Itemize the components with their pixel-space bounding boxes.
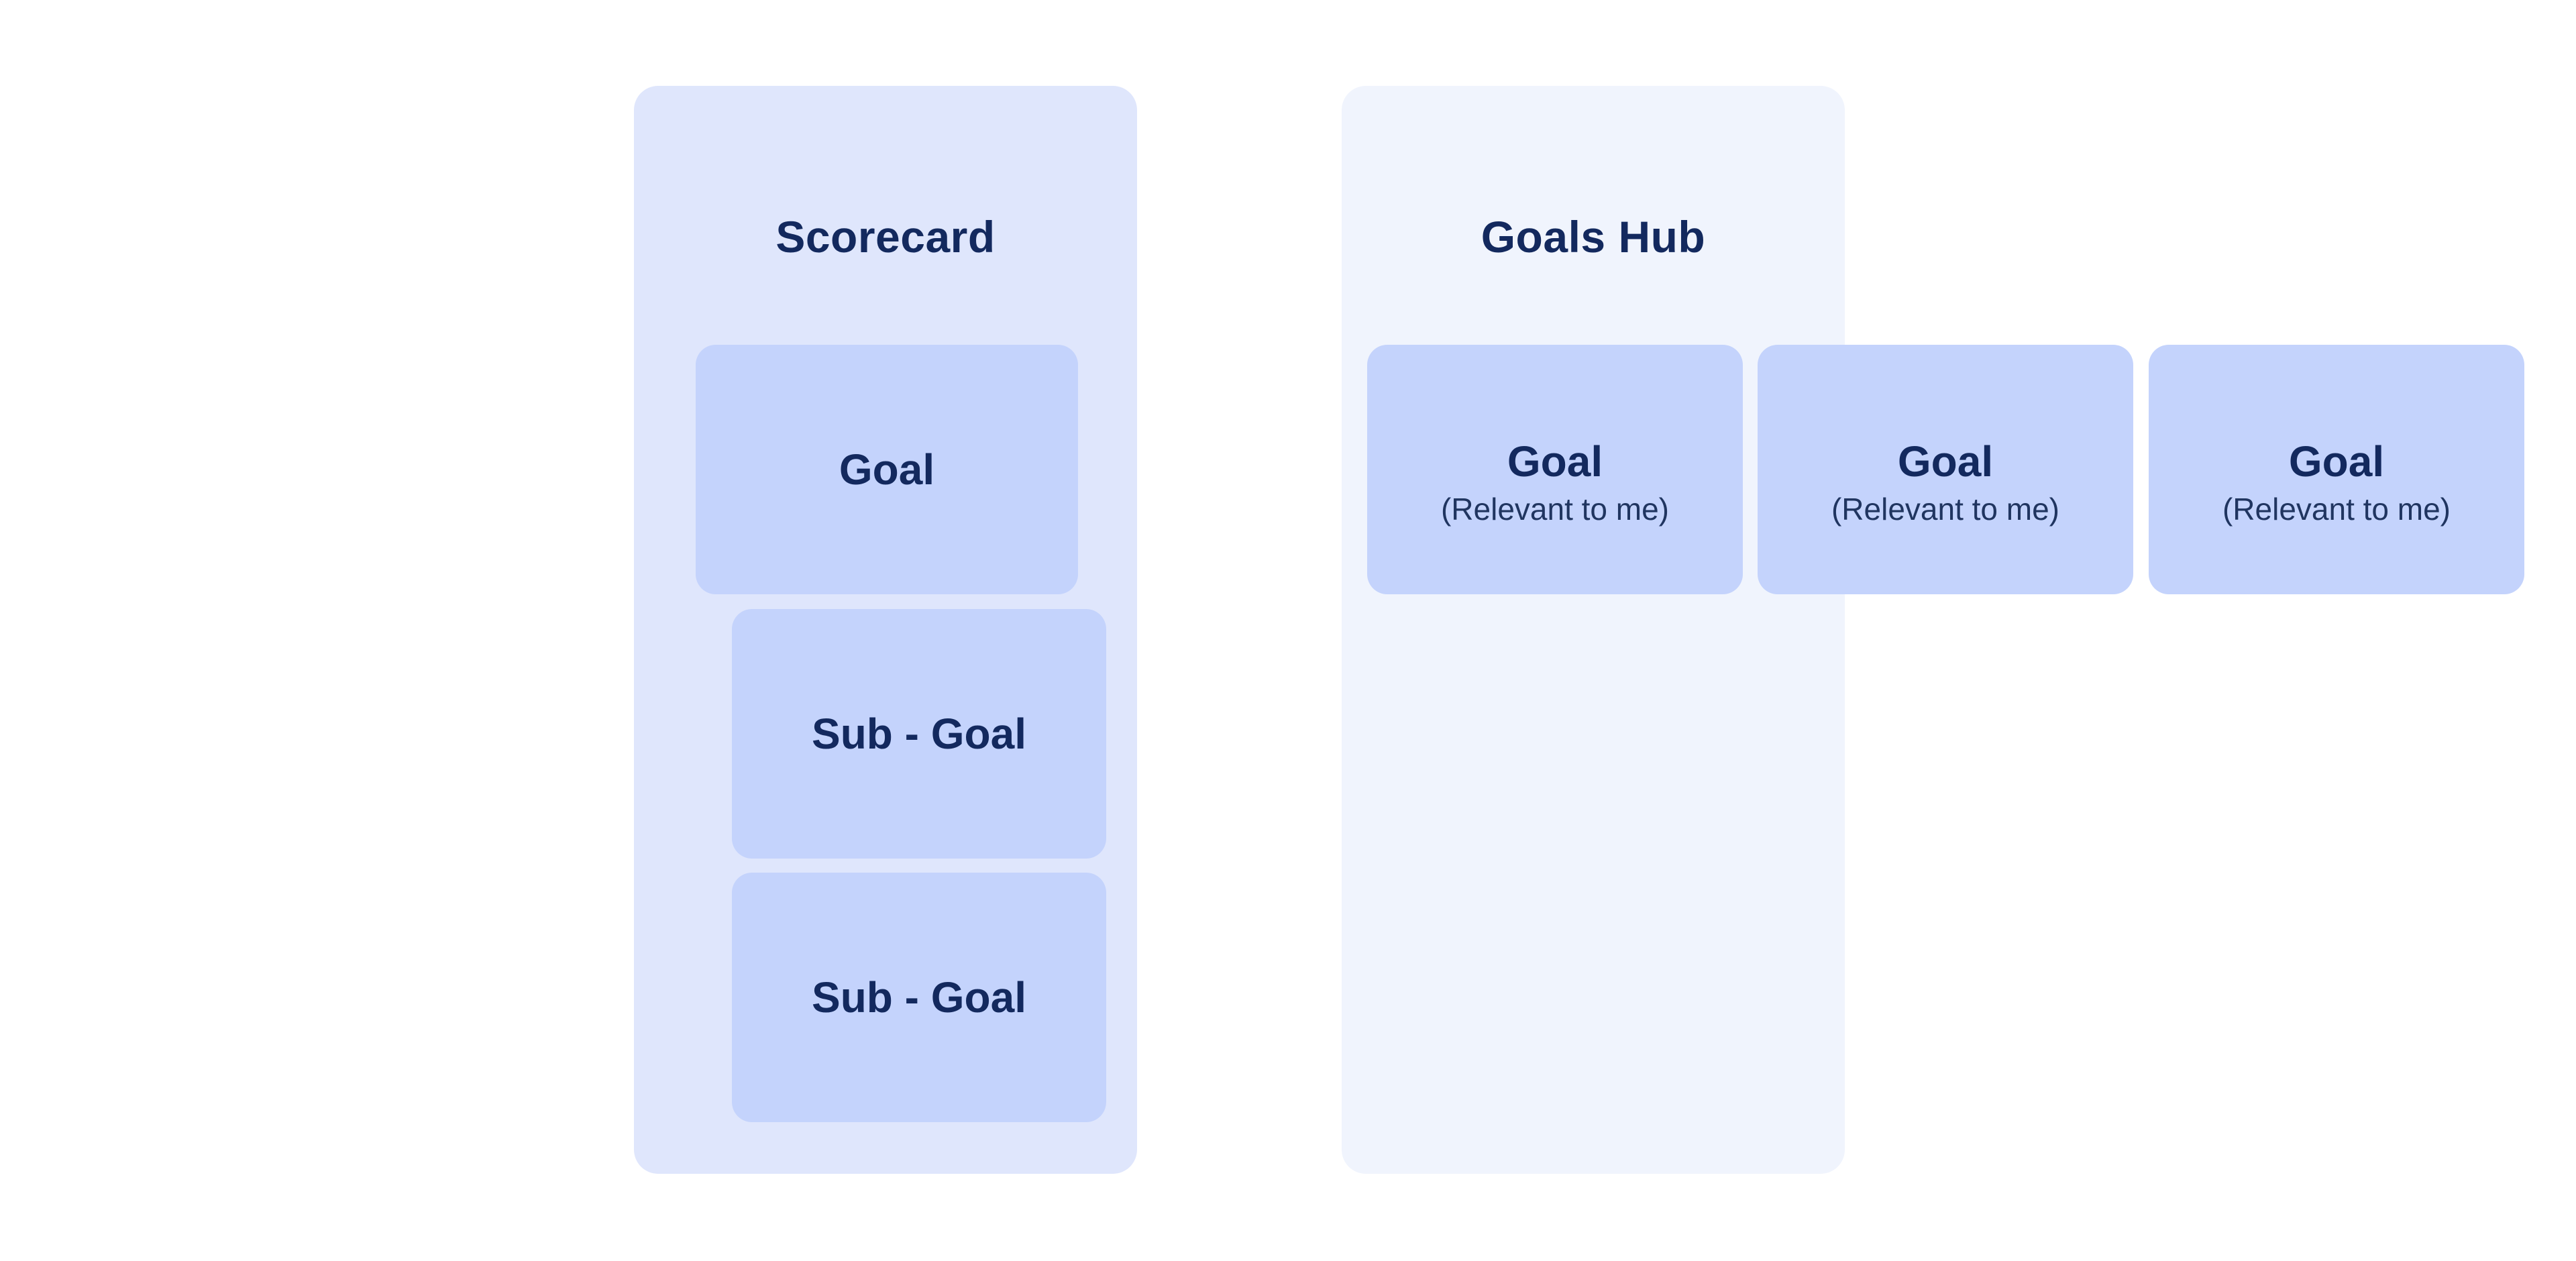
goals-hub-goal-card-2[interactable]: Goal (Relevant to me) — [1758, 345, 2133, 594]
goals-hub-goal-card-3[interactable]: Goal (Relevant to me) — [2149, 345, 2524, 594]
scorecard-sub-goal-card-2[interactable]: Sub - Goal — [732, 873, 1106, 1122]
goals-hub-panel: Goals Hub Goal (Relevant to me) Goal (Re… — [1342, 86, 2524, 1174]
goals-hub-goal-note-3: (Relevant to me) — [2222, 492, 2451, 527]
goals-hub-title: Goals Hub — [1481, 212, 1706, 262]
goals-hub-goal-note-1: (Relevant to me) — [1440, 492, 1669, 527]
goals-hub-goal-note-2: (Relevant to me) — [1831, 492, 2059, 527]
goals-hub-goal-label-2: Goal — [1897, 437, 1994, 486]
scorecard-sub-goal-label-1: Sub - Goal — [812, 710, 1026, 758]
goals-hub-goal-label-1: Goal — [1507, 437, 1603, 486]
scorecard-sub-goal-label-2: Sub - Goal — [812, 973, 1026, 1022]
goals-hub-goal-card-1[interactable]: Goal (Relevant to me) — [1367, 345, 1743, 594]
scorecard-panel: Scorecard Goal Sub - Goal Sub - Goal — [634, 86, 1137, 1174]
goals-hub-goal-label-3: Goal — [2288, 437, 2385, 486]
scorecard-goal-card[interactable]: Goal — [696, 345, 1078, 594]
scorecard-sub-goal-card-1[interactable]: Sub - Goal — [732, 609, 1106, 859]
scorecard-goal-label: Goal — [839, 445, 935, 494]
scorecard-title: Scorecard — [775, 212, 996, 262]
